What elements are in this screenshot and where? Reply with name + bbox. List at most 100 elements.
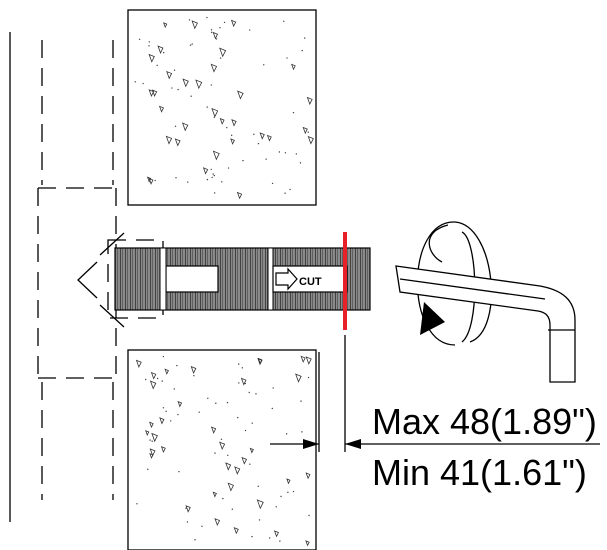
aggregate-dot [253, 133, 255, 136]
max-dimension-label: Max 48(1.89") [372, 401, 597, 442]
aggregate-dot [227, 167, 230, 169]
aggregate-dot [307, 376, 310, 379]
aggregate-dot [213, 174, 216, 177]
aggregate-dot [162, 355, 165, 358]
aggregate-dot [258, 519, 261, 521]
aggregate-dot [299, 162, 302, 164]
aggregate-dot [284, 192, 286, 194]
aggregate-dot [292, 490, 295, 493]
aggregate-dot [215, 402, 217, 404]
aggregate-dot [210, 168, 212, 171]
aggregate-dot [287, 491, 289, 494]
aggregate-dot [148, 45, 150, 47]
aggregate-mark [174, 138, 181, 147]
aggregate-mark [241, 456, 248, 465]
aggregate-dot [173, 388, 176, 390]
aggregate-mark [151, 89, 158, 97]
aggregate-mark [231, 119, 237, 127]
aggregate-dot [227, 454, 229, 456]
aggregate-mark [236, 191, 243, 200]
aggregate-mark [230, 19, 237, 28]
aggregate-dot [178, 470, 180, 473]
aggregate-dot [237, 416, 239, 419]
aggregate-mark [305, 472, 311, 480]
aggregate-mark [305, 540, 310, 547]
aggregate-dot [187, 181, 189, 183]
aggregate-mark [225, 462, 232, 471]
aggregate-dot [272, 387, 274, 389]
aggregate-mark [149, 421, 154, 429]
aggregate-dot [177, 88, 179, 91]
aggregate-mark [177, 400, 183, 408]
aggregate-dot [207, 397, 209, 399]
aggregate-mark [212, 150, 220, 161]
aggregate-dot [231, 508, 234, 510]
aggregate-dot [185, 507, 187, 509]
aggregate-dot [221, 181, 223, 183]
threaded-rod-icon [114, 247, 371, 311]
aggregate-dot [255, 393, 257, 395]
aggregate-dot [257, 485, 259, 488]
aggregate-mark [151, 432, 158, 443]
aggregate-dot [248, 391, 250, 394]
aggregate-mark [190, 365, 197, 374]
aggregate-mark [195, 79, 203, 90]
aggregate-dot [206, 106, 208, 108]
aggregate-dot [210, 31, 213, 34]
aggregate-mark [230, 138, 235, 145]
aggregate-dot [134, 81, 136, 83]
aggregate-mark [145, 430, 150, 436]
aggregate-dot [280, 495, 282, 498]
aggregate-mark [302, 126, 308, 135]
aggregate-dot [300, 400, 302, 402]
aggregate-dot [244, 429, 247, 432]
aggregate-dot [156, 377, 159, 380]
aggregate-dot [265, 158, 267, 160]
aggregate-dot [186, 521, 189, 523]
aggregate-mark [214, 518, 221, 527]
aggregate-mark [234, 466, 241, 475]
aggregate-dot [214, 452, 216, 454]
aggregate-mark [240, 377, 247, 386]
aggregate-dot [230, 134, 233, 137]
hex-key-icon [395, 265, 576, 383]
aggregate-mark [233, 527, 239, 535]
aggregate-dot [198, 411, 200, 413]
aggregate-mark [185, 505, 191, 513]
aggregate-dot [271, 182, 274, 185]
aggregate-mark [211, 107, 219, 118]
aggregate-dot [201, 525, 203, 528]
aggregate-dot [295, 153, 298, 155]
aggregate-mark [212, 31, 219, 40]
aggregate-dot [284, 152, 287, 154]
aggregate-mark [148, 53, 155, 63]
aggregate-mark [149, 380, 157, 390]
aggregate-mark [256, 499, 264, 510]
aggregate-dot [222, 497, 224, 500]
aggregate-dot [194, 539, 196, 541]
aggregate-dot [226, 401, 229, 404]
aggregate-dot [154, 179, 156, 182]
aggregate-mark [219, 47, 227, 58]
aggregate-mark [305, 356, 312, 365]
aggregate-dot [170, 420, 172, 422]
aggregate-dot [136, 503, 138, 505]
aggregate-mark [181, 122, 189, 132]
cut-label: CUT [299, 276, 322, 288]
aggregate-mark [157, 45, 164, 54]
concrete-speckle-bottom [135, 355, 312, 547]
aggregate-mark [165, 135, 173, 145]
aggregate-dot [156, 64, 158, 67]
dimension-arrows [303, 439, 361, 449]
aggregate-mark [286, 478, 291, 485]
aggregate-mark [163, 22, 168, 29]
aggregate-dot [210, 84, 213, 86]
aggregate-dot [244, 382, 247, 385]
aggregate-dot [249, 463, 251, 465]
aggregate-dot [138, 38, 141, 40]
aggregate-mark [148, 177, 154, 185]
aggregate-mark [159, 417, 165, 425]
aggregate-dot [212, 173, 214, 175]
aggregate-dot [251, 535, 253, 538]
